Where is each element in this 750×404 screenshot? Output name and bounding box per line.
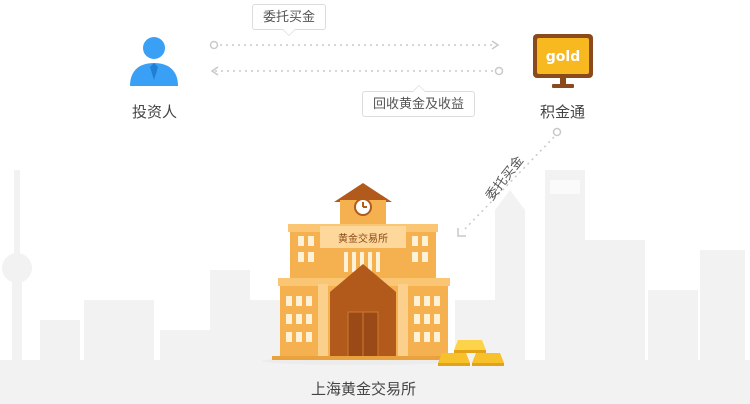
flow-arrow-top bbox=[209, 40, 500, 50]
top-flow-label: 委托买金 bbox=[252, 4, 327, 36]
exchange-label: 上海黄金交易所 bbox=[311, 380, 417, 398]
investor-person-icon bbox=[130, 37, 178, 86]
platform-monitor-icon: gold bbox=[533, 34, 593, 88]
building-sign-text: 黄金交易所 bbox=[338, 232, 388, 245]
monitor-screen-text: gold bbox=[546, 49, 580, 65]
investor-label: 投资人 bbox=[132, 103, 178, 121]
gold-exchange-building-icon: 黄金交易所 bbox=[262, 183, 456, 365]
flow-arrow-diagonal bbox=[457, 127, 562, 237]
flow-arrow-return bbox=[210, 66, 504, 76]
return-flow-label: 回收黄金及收益 bbox=[362, 85, 476, 117]
gold-bars-icon bbox=[438, 340, 504, 366]
platform-label: 积金通 bbox=[540, 103, 586, 121]
